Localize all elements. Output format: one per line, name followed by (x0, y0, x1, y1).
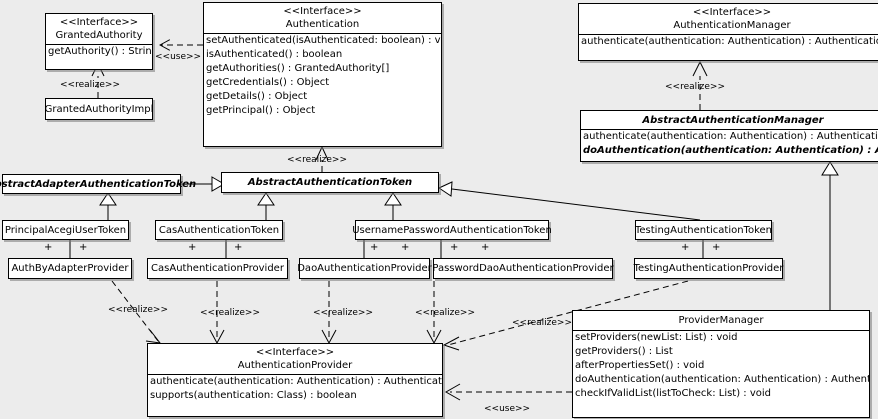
operation: getCredentials() : Object (206, 77, 330, 88)
class-authentication-provider[interactable]: <<Interface>> AuthenticationProvider aut… (147, 343, 443, 417)
class-name: AbstractAuthenticationToken (247, 177, 413, 188)
class-name: ProviderManager (678, 315, 764, 326)
class-cas-authentication-token[interactable]: CasAuthenticationToken (155, 220, 283, 240)
multiplicity-marker: + (681, 242, 690, 253)
multiplicity-marker: + (712, 242, 721, 253)
operations-compartment: getAuthority() : String (46, 44, 152, 59)
stereotype-label: <<Interface>> (692, 7, 772, 18)
edge-label-realize-cas-authentication-provider: <<realize>> (200, 308, 260, 318)
edge-label-realize-password-dao-provider: <<realize>> (415, 308, 475, 318)
operation: checkIfValidList(listToCheck: List) : vo… (575, 388, 772, 399)
operation: supports(authentication: Class) : boolea… (150, 390, 357, 401)
operation: getAuthorities() : GrantedAuthority[] (206, 63, 390, 74)
operations-compartment: setProviders(newList: List) : void getPr… (573, 330, 869, 401)
operation: doAuthentication(authentication: Authent… (583, 145, 878, 156)
class-abstract-authentication-manager[interactable]: AbstractAuthenticationManager authentica… (580, 110, 878, 162)
class-name: UsernamePasswordAuthenticationToken (352, 224, 552, 236)
class-authentication[interactable]: <<Interface>> Authentication setAuthenti… (203, 2, 442, 147)
operations-compartment: setAuthenticated(isAuthenticated: boolea… (204, 33, 441, 118)
operation: doAuthentication(authentication: Authent… (575, 374, 869, 385)
class-name: CasAuthenticationToken (158, 224, 280, 236)
multiplicity-marker: + (188, 242, 197, 253)
operation: getAuthority() : String (48, 46, 152, 57)
class-name: AuthenticationProvider (237, 360, 353, 371)
operation: getDetails() : Object (206, 91, 308, 102)
operation: authenticate(authentication: Authenticat… (581, 36, 878, 47)
class-abstract-adapter-authentication-token[interactable]: AbstractAdapterAuthenticationToken (0, 174, 196, 194)
class-abstract-authentication-token[interactable]: AbstractAuthenticationToken (221, 172, 439, 193)
multiplicity-marker: + (234, 242, 243, 253)
multiplicity-marker: + (450, 242, 459, 253)
edge-label-realize-granted-authority-impl: <<realize>> (60, 80, 120, 90)
class-name: AbstractAdapterAuthenticationToken (0, 178, 197, 190)
class-granted-authority-impl[interactable]: GrantedAuthorityImpl (45, 98, 153, 120)
operation: afterPropertiesSet() : void (575, 360, 705, 371)
edge-label-realize-authentication-token: <<realize>> (287, 155, 347, 165)
class-name: PrincipalAcegiUserToken (4, 224, 127, 236)
multiplicity-marker: + (401, 242, 410, 253)
class-name: TestingAuthenticationProvider (633, 263, 784, 274)
class-name: AuthByAdapterProvider (11, 263, 129, 274)
class-authentication-manager[interactable]: <<Interface>> AuthenticationManager auth… (578, 3, 878, 61)
class-name: PasswordDaoAuthenticationProvider (432, 263, 614, 274)
class-password-dao-authentication-provider[interactable]: PasswordDaoAuthenticationProvider (432, 258, 614, 279)
class-name: AuthenticationManager (673, 20, 791, 31)
edge-label-realize-dao-authentication-provider: <<realize>> (313, 308, 373, 318)
multiplicity-marker: + (370, 242, 379, 253)
multiplicity-marker: + (79, 242, 88, 253)
stereotype-label: <<Interface>> (283, 6, 362, 17)
stereotype-label: <<Interface>> (59, 17, 139, 28)
class-name: AbstractAuthenticationManager (642, 115, 824, 126)
edge-label-use-authentication-granted-authority: <<use>> (155, 52, 202, 62)
operation: isAuthenticated() : boolean (206, 49, 343, 60)
operations-compartment: authenticate(authentication: Authenticat… (579, 34, 878, 49)
operation: getPrincipal() : Object (206, 105, 316, 116)
edge-label-realize-abstract-authentication-manager: <<realize>> (665, 82, 725, 92)
edge-label-use-provider-manager: <<use>> (484, 404, 531, 414)
edge-label-realize-auth-by-adapter-provider: <<realize>> (108, 305, 168, 315)
class-username-password-authentication-token[interactable]: UsernamePasswordAuthenticationToken (352, 220, 552, 240)
class-name: CasAuthenticationProvider (151, 263, 284, 274)
operation: authenticate(authentication: Authenticat… (150, 376, 442, 387)
operations-compartment: authenticate(authentication: Authenticat… (581, 129, 878, 158)
class-principal-acegi-user-token[interactable]: PrincipalAcegiUserToken (2, 220, 129, 240)
class-name: Authentication (285, 19, 360, 30)
stereotype-label: <<Interface>> (255, 347, 335, 358)
multiplicity-marker: + (44, 242, 53, 253)
class-provider-manager[interactable]: ProviderManager setProviders(newList: Li… (572, 310, 870, 418)
class-testing-authentication-provider[interactable]: TestingAuthenticationProvider (634, 258, 783, 279)
multiplicity-marker: + (481, 242, 490, 253)
class-auth-by-adapter-provider[interactable]: AuthByAdapterProvider (8, 258, 132, 279)
class-granted-authority[interactable]: <<Interface>> GrantedAuthority getAuthor… (45, 13, 153, 70)
operation: setAuthenticated(isAuthenticated: boolea… (206, 35, 441, 46)
class-name: TestingAuthenticationToken (634, 224, 773, 236)
operation: getProviders() : List (575, 346, 673, 357)
operation: setProviders(newList: List) : void (575, 332, 738, 343)
class-dao-authentication-provider[interactable]: DaoAuthenticationProvider (297, 258, 432, 279)
class-name: GrantedAuthority (55, 30, 143, 41)
class-name: DaoAuthenticationProvider (297, 263, 432, 274)
edge-label-realize-testing-authentication-provider: <<realize>> (512, 318, 572, 328)
class-name: GrantedAuthorityImpl (44, 103, 154, 115)
class-cas-authentication-provider[interactable]: CasAuthenticationProvider (147, 258, 288, 279)
operation: authenticate(authentication: Authenticat… (583, 131, 878, 142)
operations-compartment: authenticate(authentication: Authenticat… (148, 374, 442, 403)
class-testing-authentication-token[interactable]: TestingAuthenticationToken (635, 220, 772, 240)
